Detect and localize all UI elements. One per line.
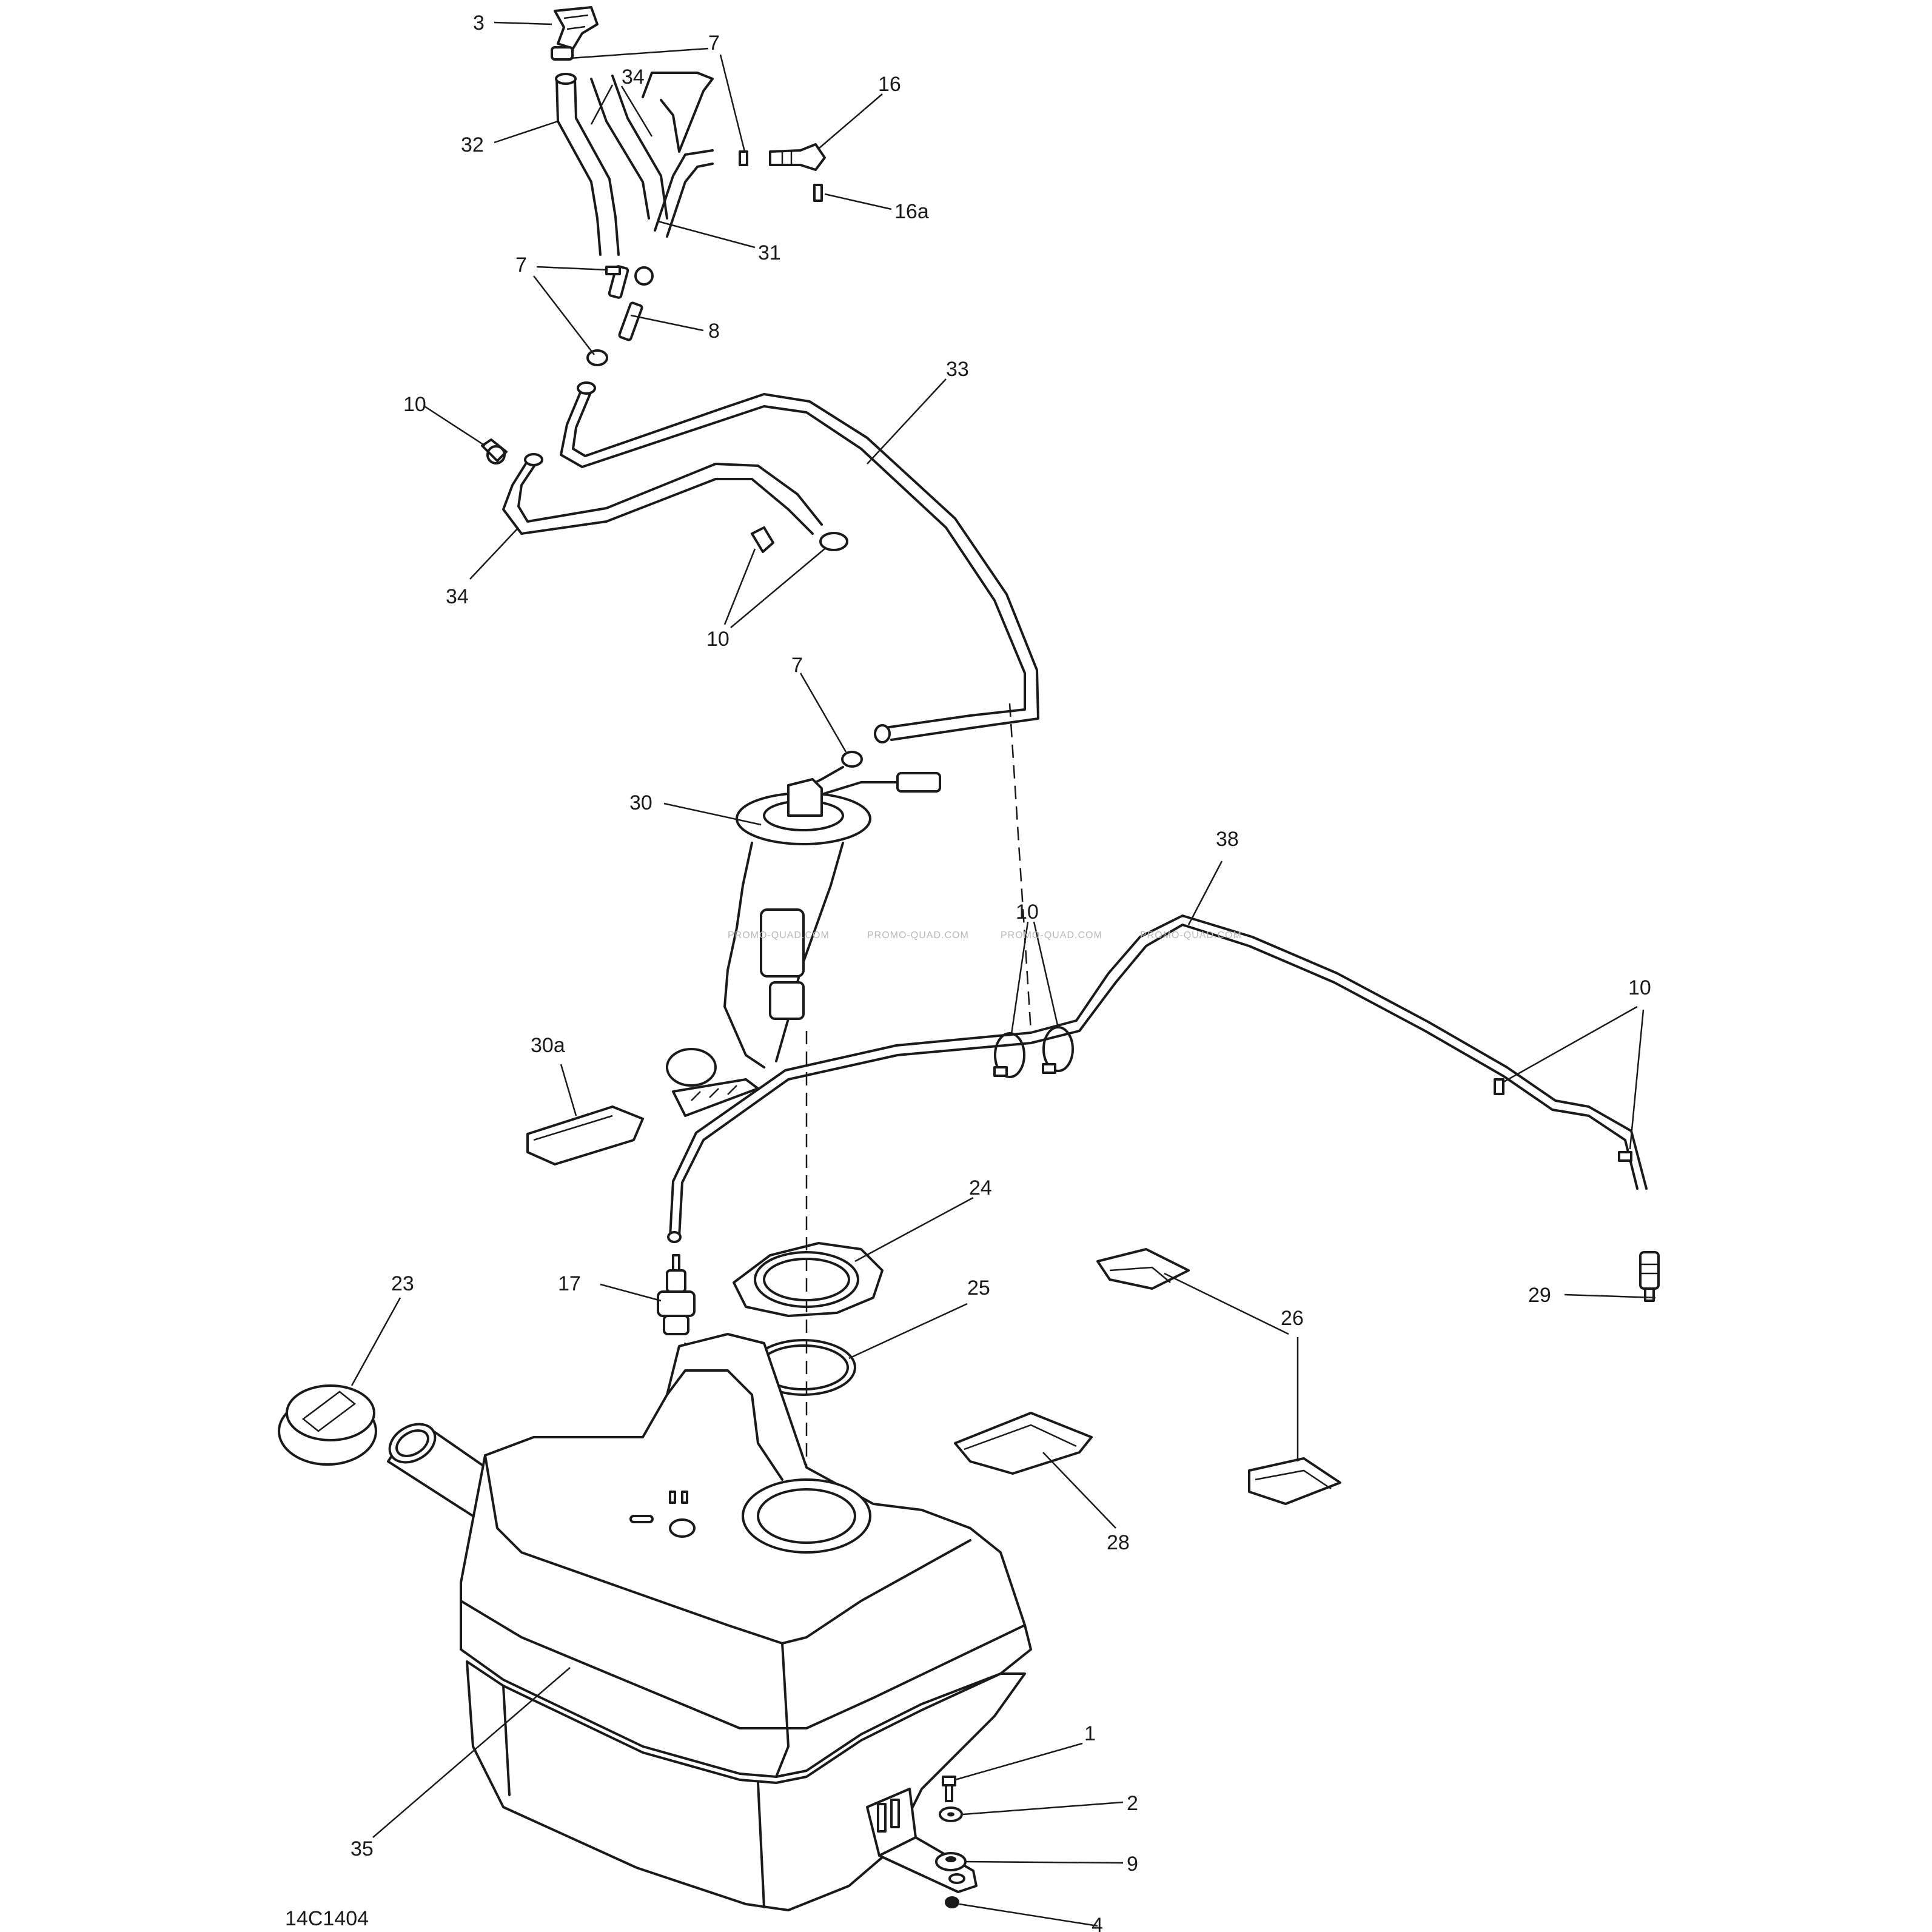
watermark: PROMO-QUAD.COM xyxy=(867,930,969,941)
callout-26: 26 xyxy=(1281,1307,1304,1330)
callout-17: 17 xyxy=(558,1272,581,1295)
part-35-fuel-tank xyxy=(387,1333,1032,1911)
callout-9: 9 xyxy=(1127,1853,1138,1876)
callout-33: 33 xyxy=(946,358,969,381)
callout-2: 2 xyxy=(1127,1792,1138,1815)
callout-7-mid: 7 xyxy=(515,253,527,277)
part-31-hose xyxy=(654,149,714,238)
callout-23: 23 xyxy=(391,1272,414,1295)
callout-3: 3 xyxy=(473,12,485,35)
part-23-fuel-cap xyxy=(278,1384,377,1466)
callout-1: 1 xyxy=(1084,1722,1096,1745)
callout-29: 29 xyxy=(1528,1284,1551,1307)
part-30a-pad xyxy=(526,1105,644,1166)
callout-35: 35 xyxy=(351,1837,374,1860)
callout-34-top: 34 xyxy=(622,65,645,89)
callout-16: 16 xyxy=(878,73,901,96)
callout-labels: 3 7 34 16 32 16a 31 7 8 33 10 34 10 7 30… xyxy=(351,12,1651,1932)
part-38-vent-line xyxy=(667,914,1648,1243)
part-9-grommet xyxy=(935,1852,967,1871)
callout-30: 30 xyxy=(629,791,652,814)
callout-24: 24 xyxy=(969,1176,992,1199)
diagram-reference-code: 14C1404 xyxy=(285,1907,369,1930)
part-10-clamps-hose-38 xyxy=(993,1026,1632,1162)
callout-28: 28 xyxy=(1107,1531,1130,1554)
part-2-washer xyxy=(939,1806,963,1822)
callout-10-upper-left: 10 xyxy=(403,393,426,416)
callout-7-pump: 7 xyxy=(791,654,803,677)
callout-34-lower: 34 xyxy=(446,585,469,608)
callout-25: 25 xyxy=(967,1276,990,1300)
callout-7-top: 7 xyxy=(708,32,720,55)
part-16-connector xyxy=(769,143,826,171)
part-10-clamp-upper-left xyxy=(481,438,508,465)
part-29-vent-filter xyxy=(1639,1251,1660,1302)
watermark: PROMO-QUAD.COM xyxy=(1140,930,1242,941)
part-7-clamp-pump xyxy=(841,751,863,768)
part-34-vent-hose-lower xyxy=(502,453,823,535)
part-26-pad-lower xyxy=(1248,1457,1341,1505)
part-8-connector xyxy=(608,265,654,341)
part-7-clamp-top xyxy=(739,150,748,166)
part-33-vent-hose xyxy=(560,381,1039,743)
callout-10-upper-mid: 10 xyxy=(706,628,730,651)
part-17-level-sensor xyxy=(657,1254,696,1335)
part-34-hose-upper xyxy=(590,72,714,220)
callout-4: 4 xyxy=(1092,1914,1103,1932)
watermark: PROMO-QUAD.COM xyxy=(1001,930,1102,941)
part-26-pad-upper xyxy=(1096,1248,1190,1290)
callout-10-right: 10 xyxy=(1628,976,1651,999)
part-3-elbow-connector xyxy=(551,6,599,61)
leader-lines xyxy=(351,21,1656,1927)
callout-32: 32 xyxy=(461,133,484,156)
callout-10-hose-38: 10 xyxy=(1016,901,1039,924)
part-30-fuel-pump-module xyxy=(666,766,941,1117)
callout-31: 31 xyxy=(758,241,781,264)
callout-38: 38 xyxy=(1216,828,1239,851)
callout-16a: 16a xyxy=(894,200,929,223)
part-10-clamps-upper-mid xyxy=(751,526,848,553)
part-24-lock-ring xyxy=(733,1242,884,1317)
part-28-pad xyxy=(954,1412,1093,1475)
part-4-nut xyxy=(945,1896,959,1908)
part-1-bolt xyxy=(942,1776,956,1802)
callout-8: 8 xyxy=(708,320,720,343)
callout-30a: 30a xyxy=(531,1034,565,1057)
watermark: PROMO-QUAD.COM xyxy=(728,930,830,941)
watermark-row: PROMO-QUAD.COM PROMO-QUAD.COM PROMO-QUAD… xyxy=(728,930,1242,941)
part-32-hose xyxy=(555,73,620,256)
part-16a-clip xyxy=(813,184,823,202)
part-7-clamps-mid xyxy=(586,266,621,366)
